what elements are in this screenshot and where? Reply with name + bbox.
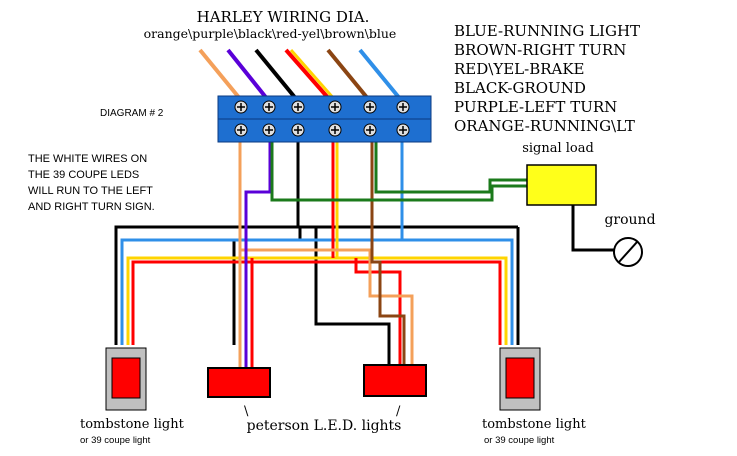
wire-yellow-horizontal <box>126 256 508 345</box>
wire-orange-in <box>198 48 243 102</box>
peterson-led-right <box>363 364 427 397</box>
wire-orange-right <box>241 248 414 365</box>
tombstone-right-lens <box>505 357 535 399</box>
wire-green-left <box>270 140 528 202</box>
signal-load-box <box>526 164 597 206</box>
wire-black-peterson-left <box>232 226 302 345</box>
signal-load: signal load <box>522 141 614 252</box>
wiring-harness <box>114 140 528 370</box>
note-line-3: WILL RUN TO THE LEFT <box>28 185 153 197</box>
wire-blue-in <box>358 48 403 102</box>
color-legend: BLUE-RUNNING LIGHT BROWN-RIGHT TURN RED\… <box>454 22 640 135</box>
wire-yellow-in <box>289 49 337 101</box>
note-line-2: THE 39 COUPE LEDS <box>28 169 139 181</box>
wire-order-label: orange\purple\black\red-yel\brown\blue <box>144 26 397 41</box>
tombstone-light-left <box>105 347 147 411</box>
legend-item-brown: BROWN-RIGHT TURN <box>454 41 626 59</box>
wire-black-peterson-right <box>314 228 391 365</box>
peterson-led-left <box>207 367 271 398</box>
legend-item-purple: PURPLE-LEFT TURN <box>454 98 617 116</box>
terminal-screws <box>234 100 410 137</box>
peterson-right-tick: / <box>396 404 401 419</box>
tombstone-left-label: tombstone light <box>80 417 185 432</box>
tombstone-right-sublabel: or 39 coupe light <box>484 435 555 446</box>
wire-blue-horizontal <box>120 238 514 345</box>
terminal-block <box>217 95 432 143</box>
legend-item-black: BLACK-GROUND <box>454 79 586 97</box>
diagram-title: HARLEY WIRING DIA. <box>197 8 370 26</box>
peterson-left-tick: \ <box>244 404 249 419</box>
note-line-4: AND RIGHT TURN SIGN. <box>28 201 155 213</box>
wire-brown-in <box>326 48 371 102</box>
tombstone-left-lens <box>111 357 141 399</box>
signal-load-label: signal load <box>522 141 594 156</box>
wire-red-in <box>284 48 332 102</box>
wire-purple-main <box>244 140 272 370</box>
tombstone-light-right <box>499 347 541 411</box>
wire-red-peterson-right <box>354 258 402 365</box>
tombstone-right-label: tombstone light <box>482 417 587 432</box>
tombstone-left-sublabel: or 39 coupe light <box>80 435 151 446</box>
incoming-wires <box>198 48 403 102</box>
legend-item-orange: ORANGE-RUNNING\LT <box>454 117 635 135</box>
wire-ground-lead <box>571 205 614 252</box>
peterson-lights-label: peterson L.E.D. lights <box>247 418 402 434</box>
wire-green-right <box>374 140 528 194</box>
note-line-1: THE WHITE WIRES ON <box>28 153 147 165</box>
legend-item-blue: BLUE-RUNNING LIGHT <box>454 22 640 40</box>
wire-red-horizontal <box>131 260 502 345</box>
wire-black-horizontal <box>114 225 518 345</box>
legend-item-red-yellow: RED\YEL-BRAKE <box>454 60 585 78</box>
wire-purple-in <box>226 48 270 102</box>
diagram-number-label: DIAGRAM # 2 <box>100 108 164 119</box>
ground-icon-slash <box>618 241 638 263</box>
ground-label: ground <box>604 212 655 228</box>
wire-black-in <box>254 48 299 102</box>
white-wire-note: THE WHITE WIRES ON THE 39 COUPE LEDS WIL… <box>28 153 155 213</box>
ground-symbol: ground <box>604 212 656 267</box>
wire-brown-main <box>370 140 406 365</box>
